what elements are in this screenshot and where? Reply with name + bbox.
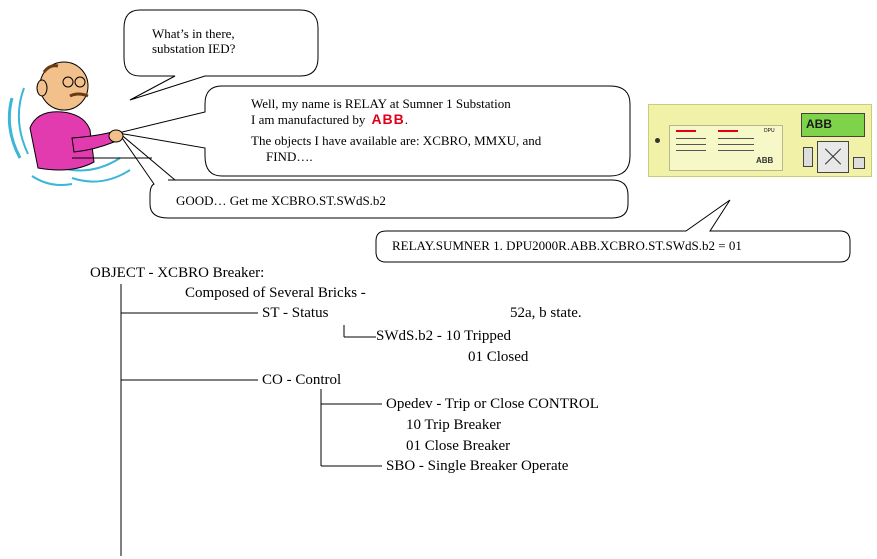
question-line-1: What’s in there, bbox=[152, 26, 235, 41]
tree-closed: 01 Closed bbox=[468, 349, 529, 365]
reply-logo-period: . bbox=[404, 112, 409, 127]
relay-device: DPU ABB ABB bbox=[648, 104, 872, 177]
tree-object: OBJECT - XCBRO Breaker: bbox=[90, 265, 265, 281]
reply-bubble-outline bbox=[117, 85, 631, 177]
tree-opedev: Opedev - Trip or Close CONTROL bbox=[386, 396, 599, 412]
reply-line-2: I am manufactured by ABB. bbox=[251, 111, 409, 128]
device-indicator-dot bbox=[655, 138, 660, 143]
reply-line-2-text: I am manufactured by bbox=[251, 112, 366, 127]
tree-co: CO - Control bbox=[262, 372, 342, 388]
answer-text: RELAY.SUMNER 1. DPU2000R.ABB.XCBRO.ST.SW… bbox=[392, 238, 742, 253]
tree-swds: SWdS.b2 - 10 Tripped bbox=[376, 328, 512, 344]
reply-line-3: The objects I have available are: XCBRO,… bbox=[251, 133, 542, 148]
reply-line-1: Well, my name is RELAY at Sumner 1 Subst… bbox=[251, 96, 511, 111]
tree-st: ST - Status bbox=[262, 305, 329, 321]
device-lcd: ABB bbox=[801, 113, 865, 137]
question-bubble-outline bbox=[123, 9, 319, 101]
reply-line-4: FIND…. bbox=[266, 149, 313, 164]
answer-bubble-outline bbox=[375, 199, 851, 263]
device-port bbox=[803, 147, 813, 167]
engineer-illustration bbox=[7, 61, 152, 186]
device-model: DPU bbox=[764, 128, 775, 134]
tree-composed: Composed of Several Bricks - bbox=[185, 285, 366, 301]
tree-sbo: SBO - Single Breaker Operate bbox=[386, 458, 569, 474]
tree-st-note: 52a, b state. bbox=[510, 305, 582, 321]
device-lcd-logo: ABB bbox=[806, 117, 832, 131]
device-button bbox=[853, 157, 865, 169]
tree-close: 01 Close Breaker bbox=[406, 438, 511, 454]
tree-trip: 10 Trip Breaker bbox=[406, 417, 501, 433]
request-text: GOOD… Get me XCBRO.ST.SWdS.b2 bbox=[176, 193, 386, 208]
device-left-panel: DPU ABB bbox=[669, 125, 783, 171]
question-line-2: substation IED? bbox=[152, 41, 236, 56]
abb-logo: ABB bbox=[371, 111, 405, 127]
request-bubble-outline bbox=[117, 131, 629, 219]
device-panel-logo: ABB bbox=[756, 156, 774, 165]
device-keypad bbox=[817, 141, 849, 173]
